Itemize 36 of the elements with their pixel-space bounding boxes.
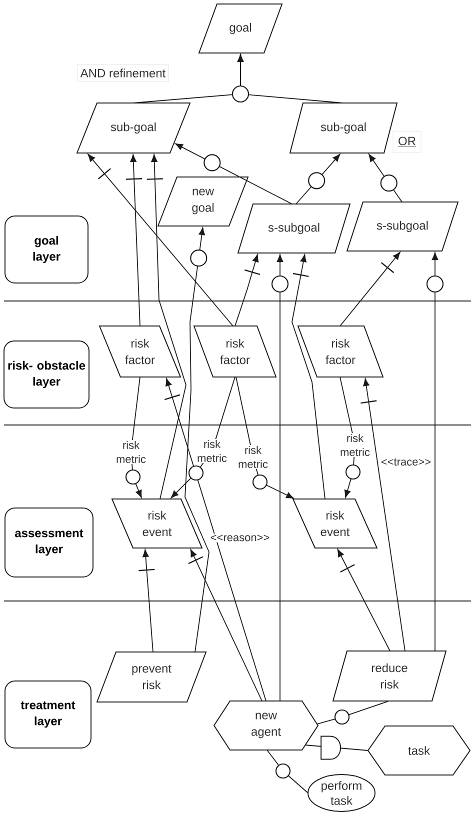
arrow bbox=[337, 549, 390, 652]
arrow bbox=[276, 254, 284, 702]
connector-line bbox=[304, 744, 368, 751]
edge-label: risk metric bbox=[194, 438, 230, 464]
edge-label: <<reason>> bbox=[209, 534, 271, 542]
connector-line bbox=[266, 750, 308, 794]
arrow bbox=[130, 154, 140, 326]
arrow bbox=[432, 252, 438, 652]
connector-line bbox=[316, 700, 390, 724]
arrow bbox=[340, 252, 400, 326]
layer-box: assessment layer bbox=[4, 508, 94, 578]
annotation-box: OR bbox=[392, 132, 422, 152]
layer-box: treatment layer bbox=[4, 680, 92, 748]
arrow bbox=[151, 154, 186, 500]
hexagon-box: new agent bbox=[213, 700, 319, 750]
edge-label: <<trace>> bbox=[380, 457, 432, 467]
arrow bbox=[368, 154, 402, 202]
arrow bbox=[292, 254, 326, 500]
arrow bbox=[234, 254, 259, 326]
arrow bbox=[175, 143, 292, 204]
arrow bbox=[190, 549, 262, 702]
annotation-box: AND refinement bbox=[77, 64, 169, 82]
arrow bbox=[184, 227, 210, 652]
layer-box: goal layer bbox=[4, 216, 88, 284]
arrow bbox=[296, 154, 340, 204]
oval-box: perform task bbox=[308, 774, 376, 812]
edge-label: risk metric bbox=[235, 444, 271, 470]
arrow bbox=[88, 154, 234, 326]
arrow bbox=[363, 378, 406, 652]
hexagon-box: task bbox=[367, 726, 471, 776]
layer-box: risk- obstacle layer bbox=[4, 340, 90, 408]
edge-label: risk metric bbox=[337, 432, 373, 458]
arrow bbox=[142, 549, 154, 652]
edge-label: risk metric bbox=[113, 440, 149, 464]
arrow bbox=[166, 378, 266, 702]
arrow bbox=[237, 54, 344, 104]
